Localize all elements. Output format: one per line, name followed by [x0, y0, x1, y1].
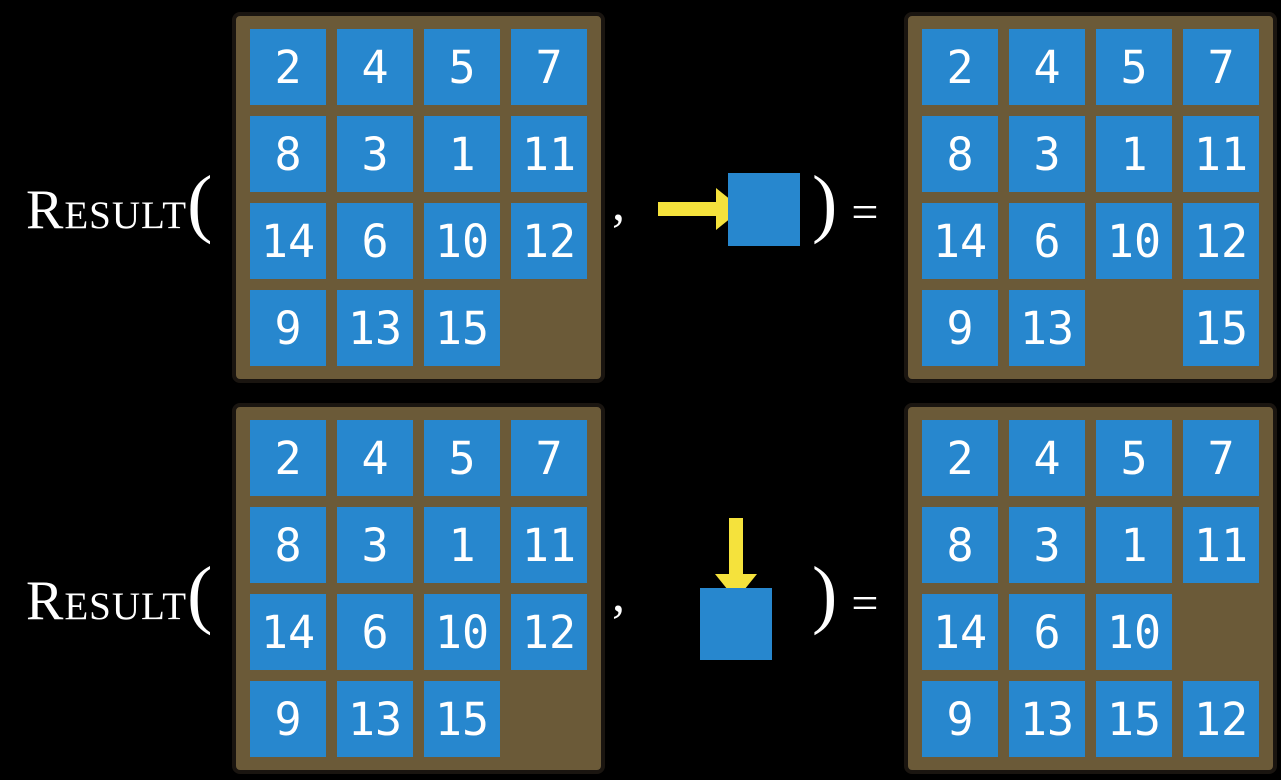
puzzle-tile: 4 [1009, 29, 1085, 105]
puzzle-tile: 11 [511, 116, 587, 192]
puzzle-tile: 8 [922, 507, 998, 583]
puzzle-tile: 7 [511, 420, 587, 496]
puzzle-tile: 14 [922, 594, 998, 670]
puzzle-tile: 12 [1183, 681, 1259, 757]
puzzle-tile: 9 [250, 290, 326, 366]
moved-tile-square [700, 588, 772, 660]
puzzle-tile: 10 [1096, 203, 1172, 279]
right-arrow-icon [658, 202, 720, 216]
action-icon-move-down [700, 518, 772, 660]
puzzle-tile: 2 [250, 29, 326, 105]
puzzle-tile: 1 [1096, 507, 1172, 583]
puzzle-tile: 6 [337, 203, 413, 279]
comma-separator: , [612, 175, 625, 232]
puzzle-tile: 6 [1009, 594, 1085, 670]
function-name: Result [26, 570, 188, 632]
puzzle-tile: 2 [922, 29, 998, 105]
puzzle-tile: 8 [250, 507, 326, 583]
puzzle-tile: 14 [922, 203, 998, 279]
empty-cell [511, 290, 587, 366]
puzzle-tile: 3 [337, 116, 413, 192]
close-paren: ) [812, 161, 838, 245]
result-function-label-1: Result( [26, 160, 212, 247]
puzzle-tile: 9 [922, 681, 998, 757]
puzzle-tile: 7 [1183, 29, 1259, 105]
puzzle-tile: 15 [1096, 681, 1172, 757]
empty-cell [1096, 290, 1172, 366]
close-equals-1: )= [812, 160, 878, 247]
puzzle-tile: 14 [250, 594, 326, 670]
close-equals-2: )= [812, 551, 878, 638]
puzzle-tile: 8 [922, 116, 998, 192]
puzzle-tile: 3 [337, 507, 413, 583]
puzzle-tile: 2 [250, 420, 326, 496]
puzzle-tile: 1 [424, 507, 500, 583]
puzzle-tile: 11 [1183, 116, 1259, 192]
puzzle-tile: 11 [511, 507, 587, 583]
puzzle-tile: 15 [1183, 290, 1259, 366]
puzzle-tile: 8 [250, 116, 326, 192]
open-paren: ( [187, 552, 213, 636]
puzzle-tile: 11 [1183, 507, 1259, 583]
puzzle-tile: 14 [250, 203, 326, 279]
equals-sign: = [851, 186, 879, 239]
down-arrow-icon [729, 518, 743, 578]
puzzle-tile: 6 [1009, 203, 1085, 279]
puzzle-tile: 10 [424, 203, 500, 279]
puzzle-tile: 4 [337, 420, 413, 496]
puzzle-tile: 15 [424, 290, 500, 366]
close-paren: ) [812, 552, 838, 636]
puzzle-tile: 13 [1009, 681, 1085, 757]
puzzle-tile: 9 [922, 290, 998, 366]
puzzle-tile: 9 [250, 681, 326, 757]
result-function-label-2: Result( [26, 551, 212, 638]
equals-sign: = [851, 577, 879, 630]
puzzle-tile: 10 [1096, 594, 1172, 670]
function-name: Result [26, 179, 188, 241]
puzzle-tile: 12 [511, 203, 587, 279]
puzzle-tile: 13 [337, 290, 413, 366]
puzzle-tile: 6 [337, 594, 413, 670]
empty-cell [511, 681, 587, 757]
puzzle-tile: 5 [424, 420, 500, 496]
open-paren: ( [187, 161, 213, 245]
puzzle-tile: 1 [1096, 116, 1172, 192]
puzzle-tile: 4 [337, 29, 413, 105]
puzzle-tile: 5 [1096, 29, 1172, 105]
puzzle-tile: 2 [922, 420, 998, 496]
puzzle-tile: 10 [424, 594, 500, 670]
puzzle-tile: 13 [337, 681, 413, 757]
action-icon-move-right [658, 173, 800, 246]
puzzle-tile: 15 [424, 681, 500, 757]
puzzle-tile: 7 [1183, 420, 1259, 496]
moved-tile-square [728, 173, 800, 246]
puzzle-tile: 13 [1009, 290, 1085, 366]
puzzle-tile: 1 [424, 116, 500, 192]
puzzle-tile: 7 [511, 29, 587, 105]
puzzle-tile: 12 [1183, 203, 1259, 279]
puzzle-tile: 5 [1096, 420, 1172, 496]
puzzle-tile: 4 [1009, 420, 1085, 496]
puzzle-tile: 5 [424, 29, 500, 105]
comma-separator: , [612, 566, 625, 623]
empty-cell [1183, 594, 1259, 670]
puzzle-tile: 3 [1009, 507, 1085, 583]
puzzle-tile: 3 [1009, 116, 1085, 192]
puzzle-tile: 12 [511, 594, 587, 670]
